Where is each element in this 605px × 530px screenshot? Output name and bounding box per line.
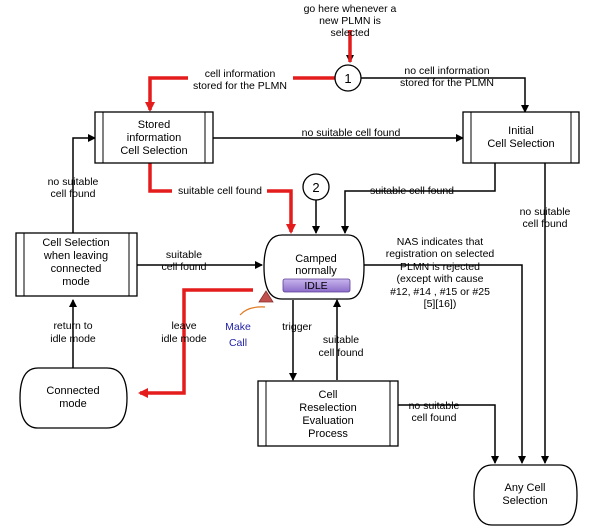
label-leave-idle-2: idle mode — [161, 333, 207, 345]
leaving-line-4: mode — [62, 276, 90, 288]
leaving-line-2: when leaving — [43, 250, 108, 262]
label-make-call: Make Call — [225, 321, 251, 349]
top-note-line-2: new PLMN is — [319, 15, 381, 27]
label-no-suitable-top: no suitable cell found — [302, 127, 401, 139]
top-note: go here whenever a new PLMN is selected — [304, 3, 397, 39]
label-no-suitable-bottom: no suitable cell found — [409, 400, 460, 424]
reselection-line-2: Reselection — [299, 402, 356, 414]
label-no-suitable-left: no suitable cell found — [48, 176, 99, 200]
label-no-suitable-left-1: no suitable — [48, 176, 99, 188]
label-return-idle-2: idle mode — [50, 333, 96, 345]
circle-1-label: 1 — [344, 71, 351, 86]
label-trigger: trigger — [282, 321, 312, 333]
label-nas-line-1: NAS indicates that — [397, 236, 483, 248]
label-suitable-leaving-2: cell found — [162, 261, 207, 273]
label-leave-idle-1: leave — [171, 320, 196, 332]
node-connected-mode: Connected mode — [19, 367, 128, 429]
idle-badge-label: IDLE — [304, 280, 327, 292]
top-note-line-3: selected — [330, 27, 369, 39]
warning-triangle-icon — [258, 290, 274, 303]
label-nas-rejected: NAS indicates that registration on selec… — [386, 236, 495, 310]
label-make-call-2: Call — [229, 337, 247, 349]
label-suitable-from-initial: suitable cell found — [370, 185, 454, 197]
leaving-line-1: Cell Selection — [42, 237, 109, 249]
label-no-cell-info-stored: no cell information stored for the PLMN — [400, 65, 494, 89]
top-note-line-1: go here whenever a — [304, 3, 397, 15]
make-call-pointer — [239, 306, 266, 316]
label-leave-idle: leave idle mode — [161, 320, 207, 345]
red-highlight-path — [138, 30, 352, 398]
red-to-connected — [138, 288, 253, 398]
label-no-suitable-right-1: no suitable — [520, 206, 571, 218]
state-circle-1: 1 — [334, 64, 362, 92]
label-suitable-from-stored: suitable cell found — [178, 185, 262, 197]
red-to-stored — [145, 76, 188, 112]
label-return-idle-1: return to — [53, 320, 92, 332]
edge-initial-to-camped — [341, 163, 496, 234]
edge-camped-to-anycell — [360, 264, 526, 464]
label-make-call-1: Make — [225, 321, 251, 333]
red-stored-down — [148, 163, 172, 193]
initial-line-2: Cell Selection — [487, 138, 554, 150]
label-suitable-reselection-1: suitable — [323, 334, 359, 346]
label-nas-line-3: PLMN is rejected — [400, 261, 480, 273]
idle-badge — [282, 278, 351, 293]
label-suitable-from-leaving: suitable cell found — [162, 249, 207, 273]
node-initial-cell-selection: Initial Cell Selection — [462, 111, 580, 164]
reselection-line-1: Cell — [319, 389, 338, 401]
node-any-cell-selection: Any Cell Selection — [473, 464, 578, 526]
node-camped-normally: Camped normally IDLE — [263, 234, 365, 300]
label-nas-line-4: (except with cause — [397, 273, 484, 285]
connected-line-2: mode — [59, 398, 87, 410]
label-suitable-reselection-2: cell found — [319, 347, 364, 359]
stored-line-1: Stored — [138, 119, 170, 131]
label-no-suitable-bottom-1: no suitable — [409, 400, 460, 412]
edge-leaving-to-stored — [72, 134, 96, 233]
label-suitable-from-reselection: suitable cell found — [319, 334, 364, 359]
label-cell-info-line-2: stored for the PLMN — [193, 80, 287, 92]
label-return-to-idle: return to idle mode — [50, 320, 96, 345]
leaving-line-3: connected — [51, 263, 102, 275]
label-nas-line-6: [5][16]) — [424, 298, 457, 310]
state-circle-2: 2 — [302, 173, 330, 201]
red-to-camped — [267, 189, 296, 234]
node-cell-reselection-evaluation: Cell Reselection Evaluation Process — [257, 380, 399, 447]
camped-line-1: Camped — [295, 253, 337, 265]
label-no-cell-info-line-2: stored for the PLMN — [400, 77, 494, 89]
label-no-cell-info-line-1: no cell information — [404, 65, 489, 77]
label-suitable-leaving-1: suitable — [166, 249, 202, 261]
reselection-line-3: Evaluation — [302, 415, 353, 427]
node-stored-information-cell-selection: Stored information Cell Selection — [94, 111, 214, 164]
edge-circle1-to-initial — [361, 77, 529, 113]
anycell-line-1: Any Cell — [505, 482, 546, 494]
label-no-suitable-right-2: cell found — [523, 218, 568, 230]
connected-line-1: Connected — [46, 385, 99, 397]
stored-line-2: information — [127, 132, 181, 144]
circle-2-label: 2 — [312, 180, 319, 195]
reselection-line-4: Process — [308, 428, 348, 440]
label-no-suitable-right: no suitable cell found — [520, 206, 571, 230]
anycell-line-2: Selection — [502, 495, 547, 507]
label-no-suitable-left-2: cell found — [51, 188, 96, 200]
label-no-suitable-bottom-2: cell found — [412, 412, 457, 424]
label-nas-line-2: registration on selected — [386, 248, 495, 260]
node-cell-selection-leaving-connected: Cell Selection when leaving connected mo… — [15, 232, 138, 297]
label-nas-line-5: #12, #14 , #15 or #25 — [390, 286, 490, 298]
edge-reselection-to-anycell — [398, 404, 499, 464]
label-cell-info-line-1: cell information — [205, 68, 276, 80]
camped-line-2: normally — [295, 265, 337, 277]
stored-line-3: Cell Selection — [120, 145, 187, 157]
initial-line-1: Initial — [508, 125, 534, 137]
label-cell-info-stored: cell information stored for the PLMN — [193, 68, 287, 92]
